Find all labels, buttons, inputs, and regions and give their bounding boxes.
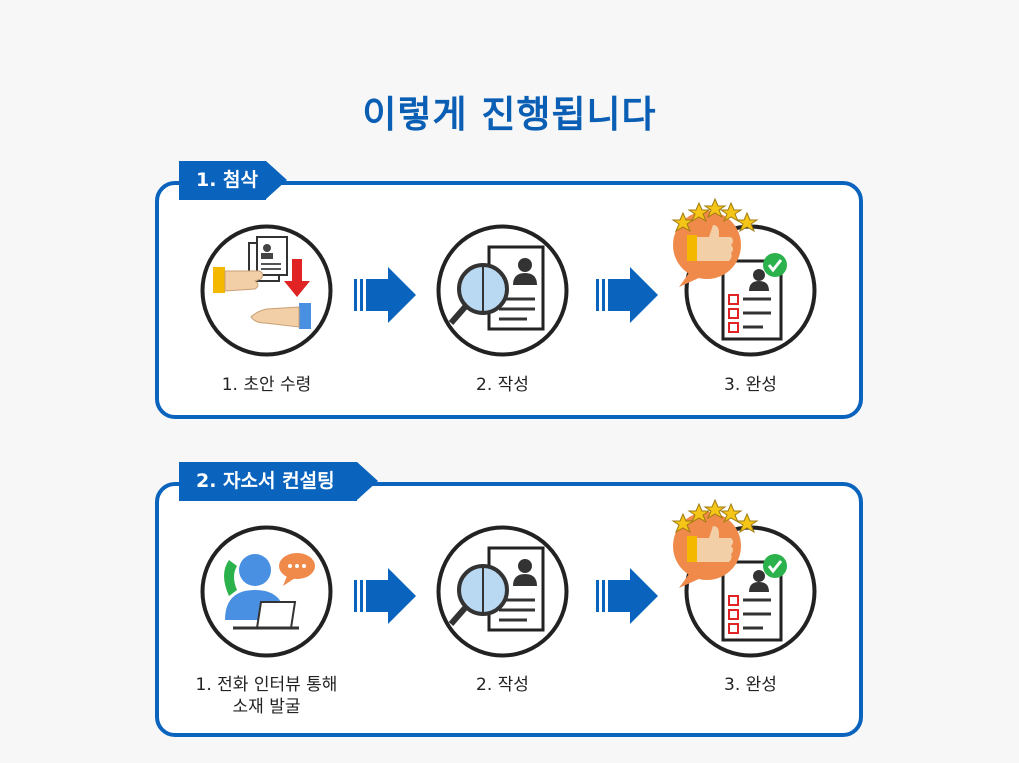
arrow-right-icon (352, 267, 416, 323)
arrow-right-icon (594, 568, 658, 624)
step-label: 2. 작성 (476, 375, 529, 395)
thumbs-up-checklist-icon (671, 197, 818, 358)
step-label-line: 1. 전화 인터뷰 통해 (195, 675, 338, 695)
thumbs-up-checklist-icon (671, 498, 818, 659)
step-label: 1. 초안 수령 (221, 375, 312, 395)
step-label: 3. 완성 (724, 375, 777, 395)
document-magnifier-icon (435, 524, 570, 659)
page-title: 이렇게 진행됩니다 (362, 93, 657, 136)
phone-interview-icon (199, 524, 334, 659)
section-tag-correction: 1. 첨삭 (179, 161, 287, 200)
document-magnifier-icon (435, 223, 570, 358)
arrow-right-icon (594, 267, 658, 323)
step-label: 3. 완성 (724, 675, 777, 695)
section-tag-consulting: 2. 자소서 컨설팅 (179, 462, 378, 501)
step-label-line: 소재 발굴 (232, 697, 301, 717)
step-label-multiline: 1. 전화 인터뷰 통해 소재 발굴 (189, 674, 344, 718)
step-label: 2. 작성 (476, 675, 529, 695)
document-handover-icon (199, 223, 334, 358)
arrow-right-icon (352, 568, 416, 624)
